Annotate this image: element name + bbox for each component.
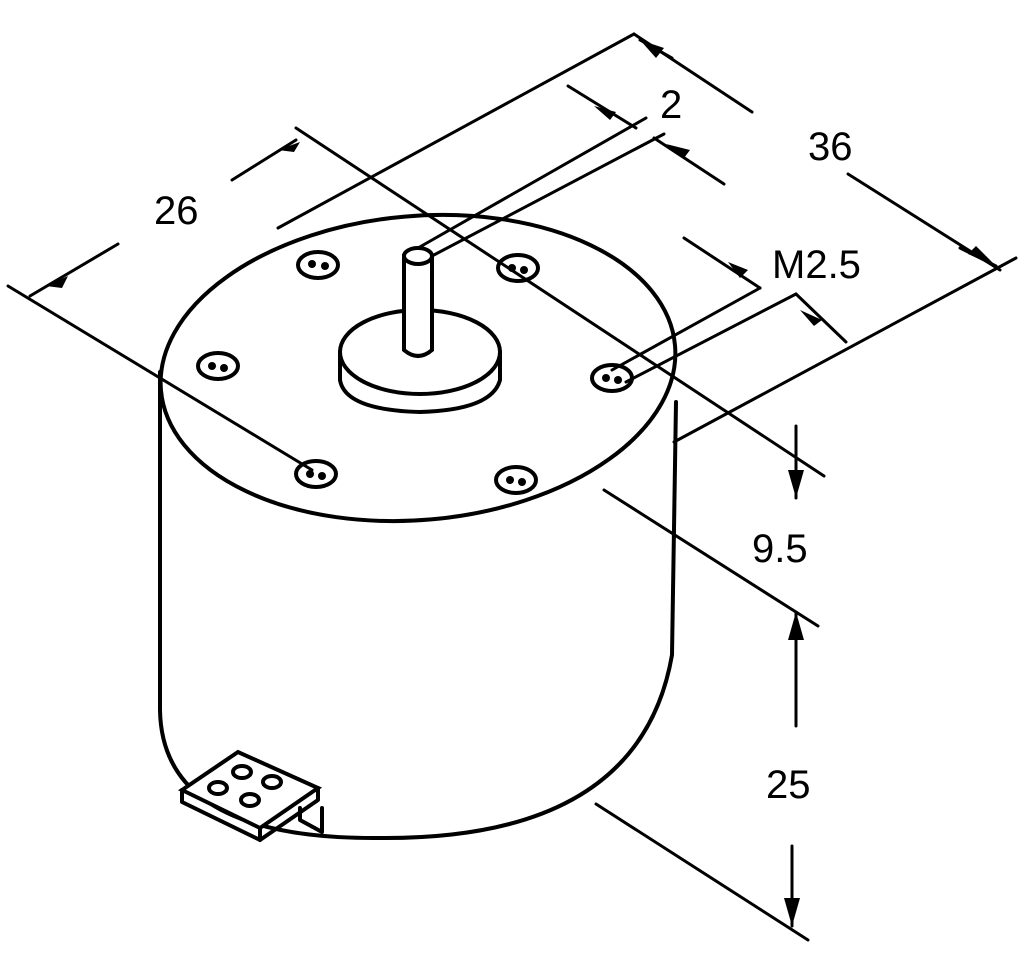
terminal-tab [178, 749, 324, 842]
body-side-outline [158, 370, 678, 841]
dimension-body-height: 25 [766, 763, 811, 807]
dimension-labels: 2 36 26 M2.5 9.5 25 [154, 83, 861, 807]
shaft-assembly [338, 246, 502, 415]
mounting-hole [296, 250, 340, 280]
body-top-face [158, 212, 678, 524]
dimension-overall-diameter: 36 [808, 125, 853, 169]
shaft-tip [402, 246, 434, 266]
tab-plate [178, 749, 323, 831]
dimension-arrows [46, 40, 996, 926]
dimension-shaft-diameter: 2 [660, 83, 682, 127]
shaft [402, 254, 434, 358]
motor-body [158, 212, 678, 841]
mounting-hole [496, 253, 540, 283]
mounting-hole [494, 465, 538, 495]
dimension-shaft-height: 9.5 [752, 527, 808, 571]
mounting-holes [196, 250, 634, 495]
mounting-hole [196, 351, 240, 381]
dimension-hole-spacing: 26 [154, 189, 199, 233]
mounting-hole [294, 459, 338, 489]
dimension-thread: M2.5 [772, 243, 861, 287]
